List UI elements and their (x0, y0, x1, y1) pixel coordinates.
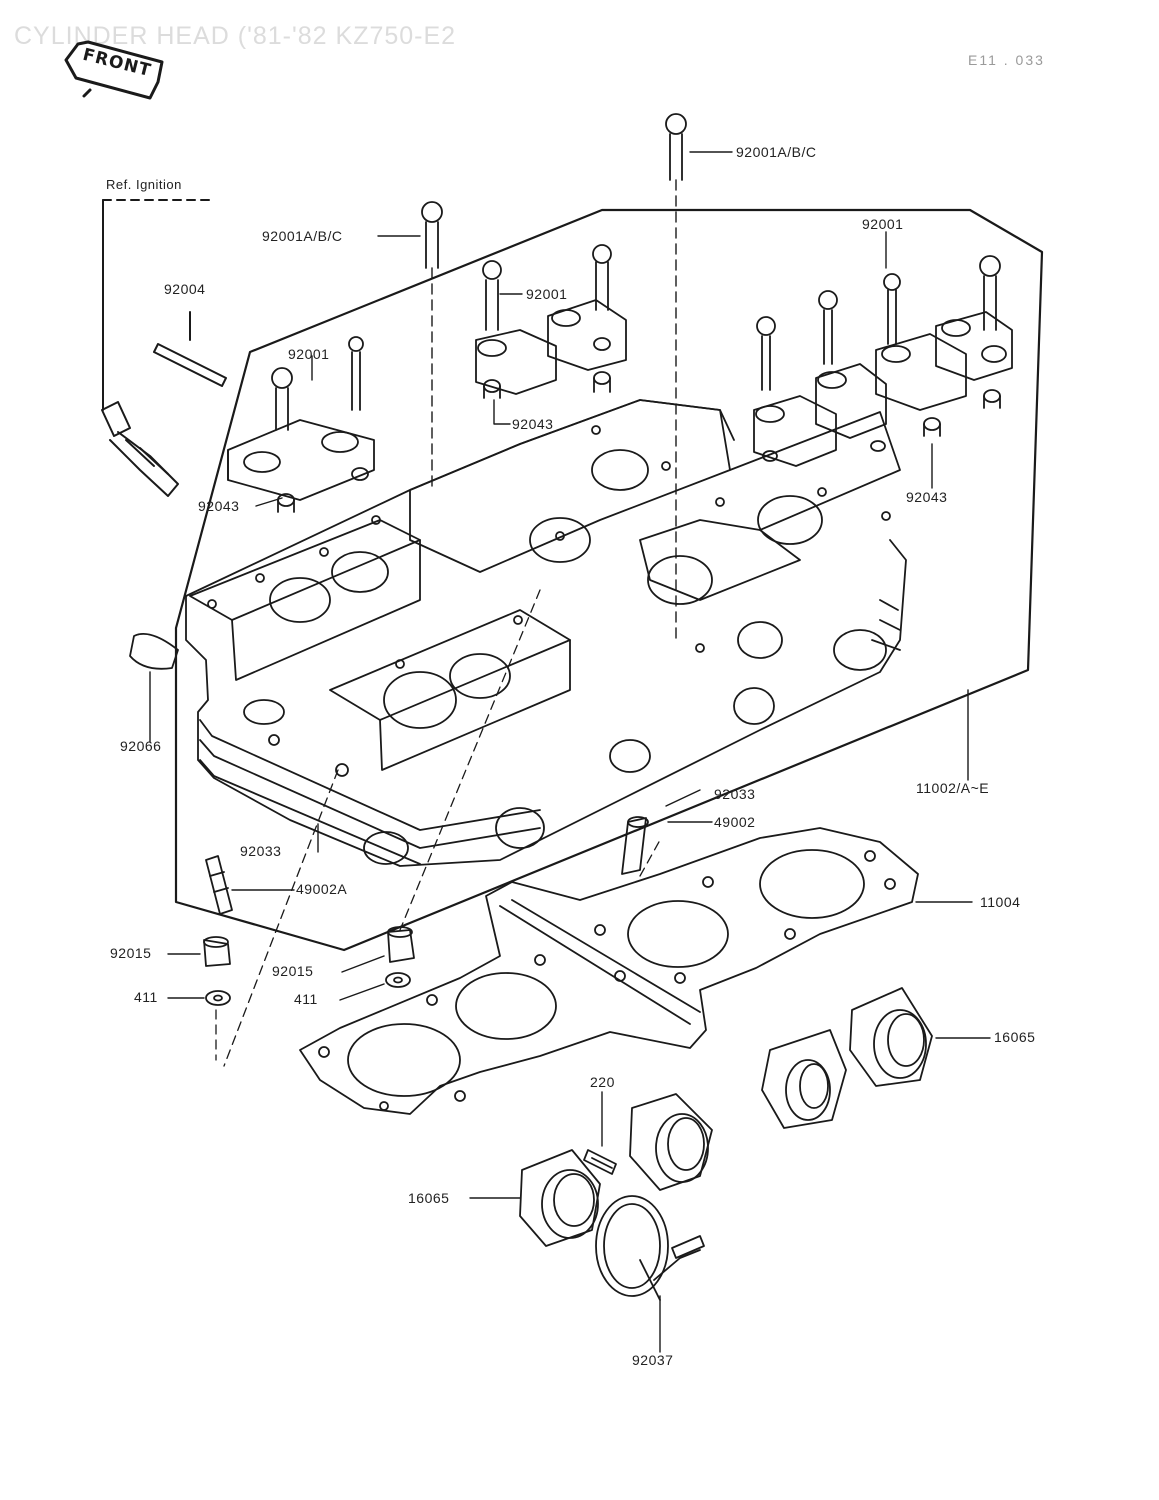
cam-cap-middle-b (547, 299, 627, 371)
label-92033-right: 92033 (714, 786, 756, 802)
label-11004: 11004 (980, 894, 1021, 910)
screw-clamp-icon (671, 1235, 705, 1259)
label-92037: 92037 (632, 1352, 674, 1368)
label-92001-right: 92001 (862, 216, 904, 232)
label-92043-mid: 92043 (512, 416, 554, 432)
label-92001abc-top: 92001A/B/C (736, 144, 817, 160)
label-92015-left: 92015 (110, 945, 152, 961)
ref-ignition-label: Ref. Ignition (106, 177, 182, 192)
label-16065-left: 16065 (408, 1190, 450, 1206)
label-92066: 92066 (120, 738, 162, 754)
label-92043-right: 92043 (906, 489, 948, 505)
label-92043-left: 92043 (198, 498, 240, 514)
bolt-92001-left-b (348, 336, 364, 411)
carb-holder-16065-left-a (519, 1149, 601, 1247)
carb-holder-16065-right-b (849, 987, 933, 1087)
label-92004: 92004 (164, 281, 206, 297)
dowel-pin-92004 (153, 311, 227, 387)
label-11002: 11002/A~E (916, 780, 990, 796)
dowel-92043-left (277, 493, 295, 513)
bolt-92001abc-left (421, 201, 443, 491)
cam-cap-right-b (815, 363, 887, 439)
cam-cap-right-d (935, 311, 1013, 381)
cap-nut-92015-mid (387, 926, 415, 963)
cylinder-head-body (185, 399, 907, 867)
assembly-lines (215, 589, 661, 1067)
ref-ignition-leader (102, 199, 213, 411)
cam-cap-middle-a (475, 329, 557, 395)
cap-nut-92015-left (203, 936, 231, 967)
label-411-mid: 411 (294, 991, 318, 1007)
label-49002a: 49002A (296, 881, 348, 897)
bolt-92001-mid-b (592, 244, 612, 311)
assembly-boundary (174, 208, 1044, 952)
diagram-title: CYLINDER HEAD ('81-'82 KZ750-E2 (14, 22, 457, 50)
washer-411-mid (385, 972, 411, 988)
spark-plug-icon (101, 401, 179, 497)
head-gasket-11004 (299, 827, 919, 1115)
stud-49002a (205, 855, 233, 915)
stud-49002-right (621, 816, 649, 875)
label-92001-left: 92001 (288, 346, 330, 362)
cam-cap-left (227, 419, 375, 501)
bolt-92001abc-top (665, 113, 687, 641)
screw-220-icon (583, 1149, 617, 1175)
diagram-code: E11 . 033 (968, 52, 1045, 68)
washer-411-left (205, 990, 231, 1006)
hose-clamp-92037 (595, 1195, 701, 1301)
carb-holder-16065-right-a (761, 1029, 847, 1129)
cam-cap-right-a (753, 395, 837, 467)
leader-lines (149, 151, 991, 1353)
label-16065-right: 16065 (994, 1029, 1036, 1045)
label-411-left: 411 (134, 989, 158, 1005)
dowel-92043-mid (483, 371, 611, 399)
cam-cap-right-c (875, 333, 967, 411)
label-49002: 49002 (714, 814, 756, 830)
bolt-92001-mid-a (482, 260, 502, 331)
label-92015-mid: 92015 (272, 963, 314, 979)
label-92033-left: 92033 (240, 843, 282, 859)
dowel-92043-right (762, 389, 1001, 462)
front-arrow-icon (64, 40, 164, 100)
bolt-92001-right (756, 255, 1001, 391)
label-92001-mid: 92001 (526, 286, 568, 302)
label-220: 220 (590, 1074, 615, 1090)
bolt-92001-left-a (271, 367, 293, 431)
carb-holder-16065-left-b (629, 1093, 713, 1191)
label-92001abc-left: 92001A/B/C (262, 228, 343, 244)
plug-cap-92066 (129, 632, 179, 670)
